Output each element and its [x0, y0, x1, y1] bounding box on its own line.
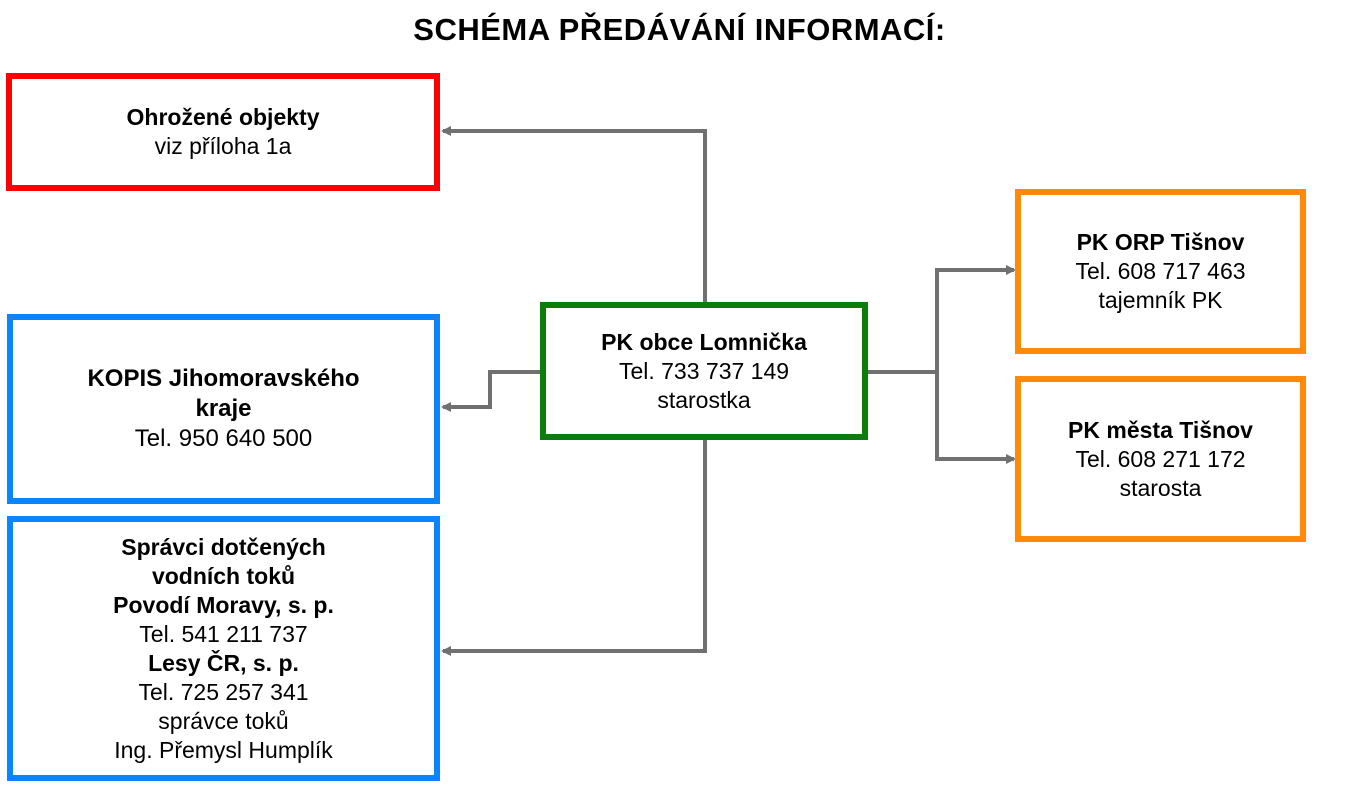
connector-to-ohrozene: [441, 126, 707, 302]
spravci-title-line1: Správci dotčených: [121, 533, 326, 560]
kopis-box: KOPIS Jihomoravského kraje Tel. 950 640 …: [7, 314, 440, 504]
ohrozene-title: Ohrožené objekty: [126, 104, 320, 130]
pk-orp-tisnov-box: PK ORP Tišnov Tel. 608 717 463 tajemník …: [1015, 189, 1306, 354]
ohrozene-objekty-box: Ohrožené objekty viz příloha 1a: [6, 73, 440, 191]
connector-to-orp: [868, 265, 1016, 374]
pk-orp-phone: Tel. 608 717 463: [1075, 258, 1246, 284]
kopis-phone: Tel. 950 640 500: [134, 425, 313, 452]
povodi-moravy-phone: Tel. 541 211 737: [139, 620, 308, 647]
connector-to-spravci: [441, 440, 707, 656]
pk-obce-role: starostka: [657, 386, 751, 413]
pk-mesta-phone: Tel. 608 271 172: [1075, 445, 1246, 472]
povodi-moravy-label: Povodí Moravy, s. p.: [113, 591, 334, 618]
connector-to-mesta: [935, 372, 1016, 464]
spravce-toku-name: Ing. Přemysl Humplík: [114, 736, 333, 763]
lesy-cr-phone: Tel. 725 257 341: [138, 678, 309, 705]
spravce-toku-role: správce toků: [158, 707, 289, 734]
pk-obce-lomnicka-box: PK obce Lomnička Tel. 733 737 149 staros…: [540, 302, 868, 440]
pk-mesta-title: PK města Tišnov: [1068, 416, 1253, 443]
spravci-title-line2: vodních toků: [151, 562, 296, 589]
pk-obce-title: PK obce Lomnička: [601, 328, 807, 355]
ohrozene-note: viz příloha 1a: [154, 133, 292, 159]
lesy-cr-label: Lesy ČR, s. p.: [148, 649, 299, 676]
pk-obce-phone: Tel. 733 737 149: [618, 357, 790, 384]
diagram-title: SCHÉMA PŘEDÁVÁNÍ INFORMACÍ:: [413, 12, 946, 47]
pk-mesta-tisnov-box: PK města Tišnov Tel. 608 271 172 starost…: [1015, 376, 1306, 542]
pk-mesta-role: starosta: [1119, 474, 1202, 501]
kopis-title-line2: kraje: [195, 395, 252, 422]
kopis-title-line1: KOPIS Jihomoravského: [87, 365, 360, 392]
spravci-box: Správci dotčených vodních toků Povodí Mo…: [7, 516, 440, 781]
pk-orp-role: tajemník PK: [1098, 287, 1223, 313]
pk-orp-title: PK ORP Tišnov: [1076, 229, 1245, 255]
connector-to-kopis: [441, 370, 541, 412]
